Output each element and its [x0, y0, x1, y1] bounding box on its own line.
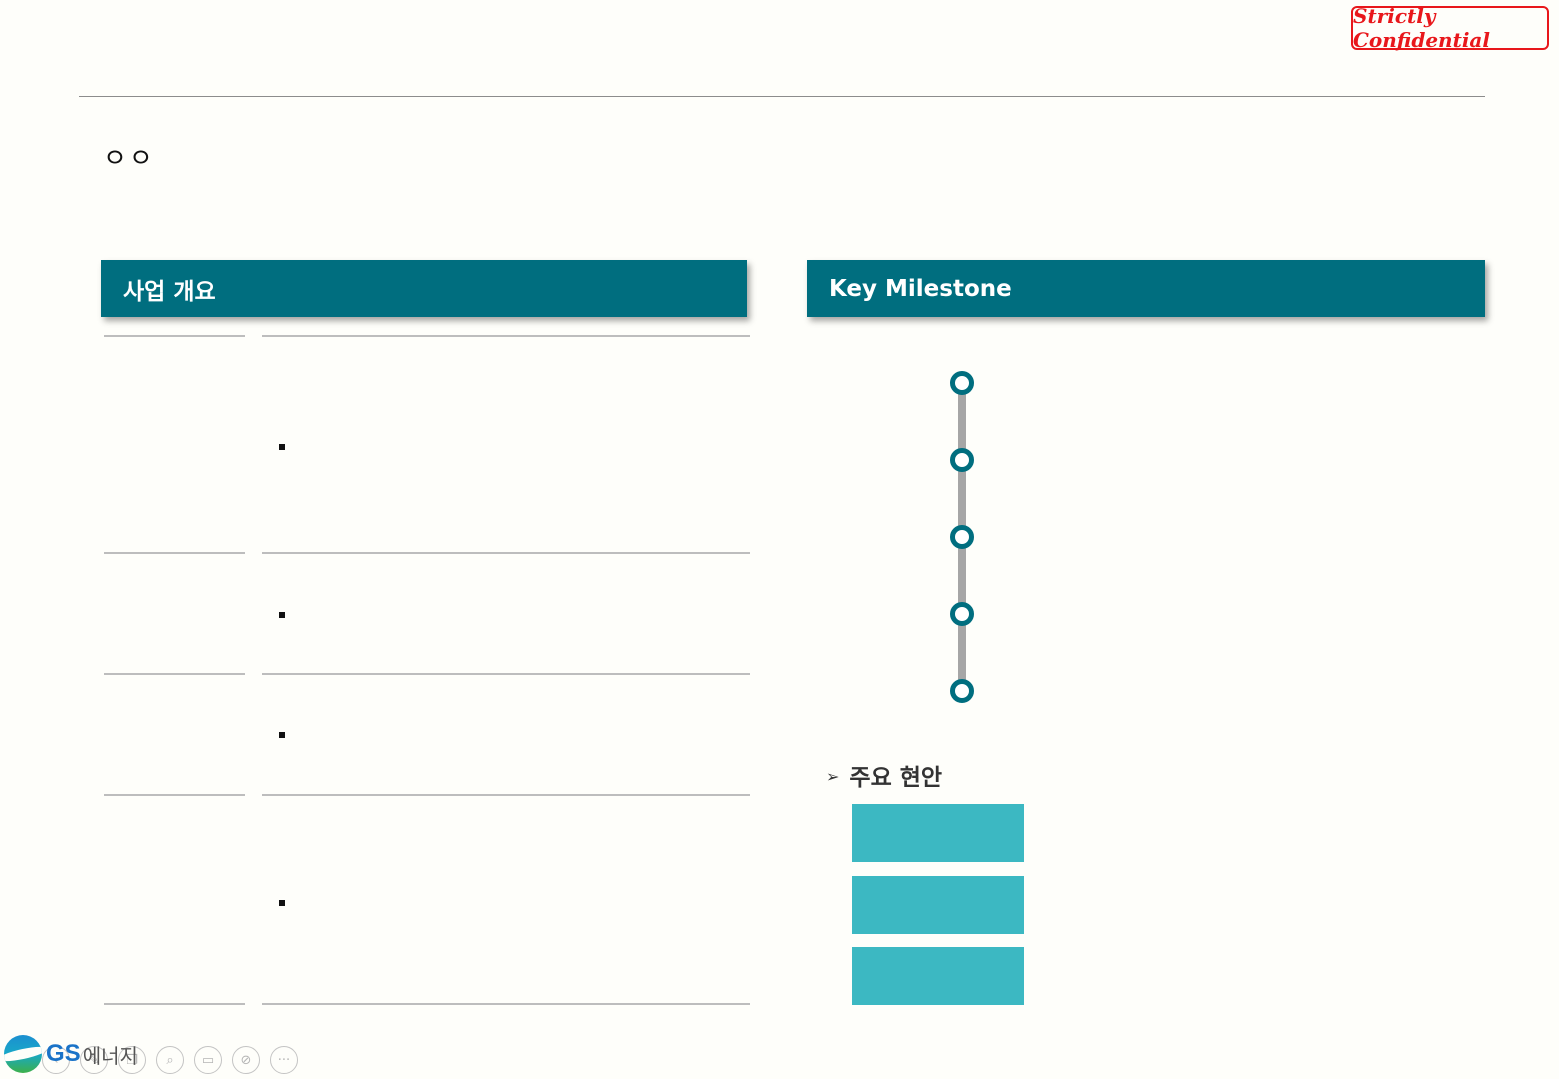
- company-logo: GS 에너지: [4, 1035, 138, 1073]
- table-rule: [262, 335, 750, 337]
- zoom-button[interactable]: ⌕: [156, 1046, 184, 1074]
- milestone-dot: [950, 448, 974, 472]
- milestone-header: Key Milestone: [807, 260, 1485, 317]
- table-rule: [104, 794, 245, 796]
- magnifier-icon: ⌕: [166, 1052, 174, 1068]
- issues-heading: ➢ 주요 현안: [826, 758, 942, 792]
- prev-button[interactable]: ‹: [42, 1046, 70, 1074]
- confidential-badge: Strictly Confidential: [1351, 4, 1549, 52]
- logo-brand-kr: 에너지: [82, 1043, 138, 1068]
- milestone-header-label: Key Milestone: [829, 275, 1012, 302]
- page-title: ㅇㅇ: [103, 144, 155, 174]
- row-bullet: [279, 612, 285, 618]
- milestone-dot: [950, 602, 974, 626]
- overview-header-label: 사업 개요: [123, 278, 216, 305]
- header-divider: [79, 96, 1485, 97]
- camera-off-icon: ⊘: [240, 1052, 252, 1068]
- table-rule: [262, 673, 750, 675]
- table-rule: [104, 673, 245, 675]
- camera-off-button[interactable]: ⊘: [232, 1046, 260, 1074]
- pen-icon: ✎: [88, 1052, 100, 1068]
- table-rule: [104, 1003, 245, 1005]
- issue-box: [852, 947, 1024, 1005]
- issue-box: [852, 804, 1024, 862]
- table-rule: [104, 552, 245, 554]
- row-bullet: [279, 732, 285, 738]
- pen-button[interactable]: ✎: [80, 1046, 108, 1074]
- table-rule: [104, 335, 245, 337]
- subtitle-icon: ▭: [201, 1052, 215, 1068]
- gs-logo-icon: [4, 1035, 42, 1073]
- milestone-dot: [950, 679, 974, 703]
- table-rule: [262, 794, 750, 796]
- more-icon: ···: [277, 1052, 291, 1068]
- subtitle-button[interactable]: ▭: [194, 1046, 222, 1074]
- issues-heading-label: 주요 현안: [849, 765, 943, 791]
- copy-icon: ❐: [126, 1052, 138, 1068]
- overview-header: 사업 개요: [101, 260, 747, 317]
- table-rule: [262, 1003, 750, 1005]
- row-bullet: [279, 900, 285, 906]
- row-bullet: [279, 444, 285, 450]
- milestone-dot: [950, 525, 974, 549]
- chevron-left-icon: ‹: [53, 1052, 59, 1068]
- logo-brand: GS: [46, 1040, 81, 1067]
- arrow-icon: ➢: [826, 767, 840, 786]
- copy-button[interactable]: ❐: [118, 1046, 146, 1074]
- table-rule: [262, 552, 750, 554]
- issue-box: [852, 876, 1024, 934]
- more-button[interactable]: ···: [270, 1046, 298, 1074]
- milestone-dot: [950, 371, 974, 395]
